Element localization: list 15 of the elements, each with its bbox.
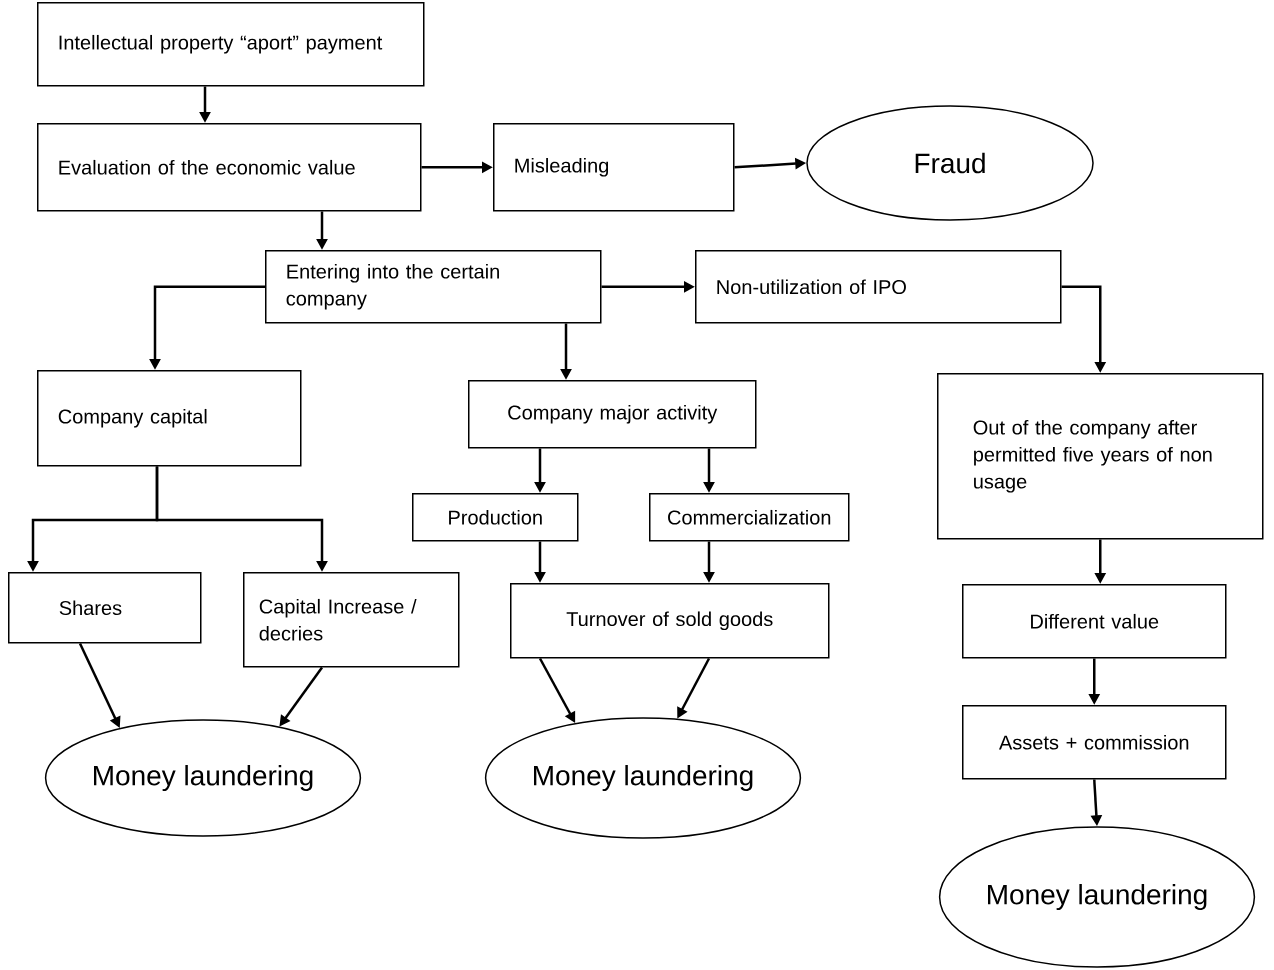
process-box: Assets + commission [962,705,1227,780]
process-box: Entering into the certain company [265,250,602,324]
process-box: Production [412,493,579,542]
process-box: Different value [962,584,1227,659]
process-box: Capital Increase / decries [243,572,460,668]
process-box: Misleading [493,123,735,212]
process-box: Company capital [37,370,302,467]
process-box: Turnover of sold goods [510,583,830,659]
process-box: Shares [8,572,202,644]
process-box: Intellectual property “aport” payment [37,2,425,87]
process-box: Non-utilization of IPO [695,250,1062,324]
process-box: Commercialization [649,493,850,542]
process-box: Evaluation of the economic value [37,123,422,212]
process-box: Out of the company after permitted five years of non usage [937,373,1264,540]
process-box: Company major activity [468,380,757,449]
